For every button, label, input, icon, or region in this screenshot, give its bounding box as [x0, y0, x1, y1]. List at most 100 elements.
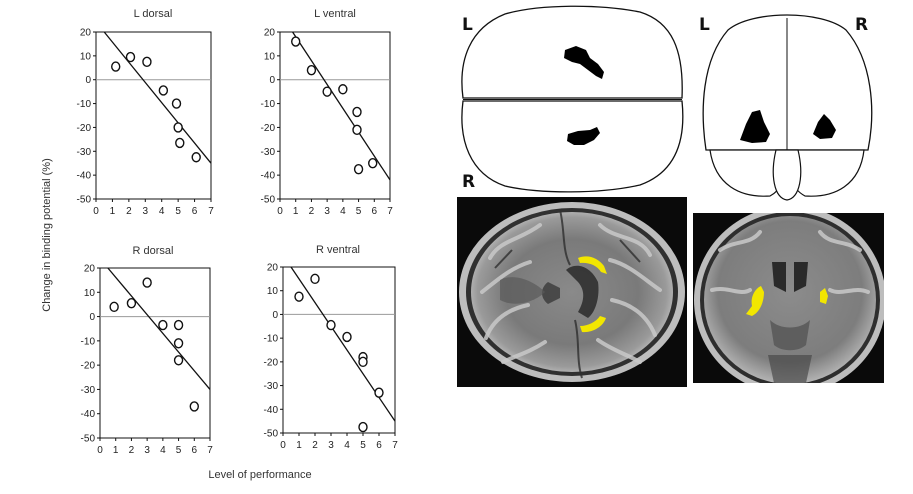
fit-line-l-ventral [292, 31, 391, 181]
x-tick-label-r-ventral: 5 [360, 440, 366, 451]
data-point-l-dorsal [173, 122, 183, 133]
data-point-r-dorsal [173, 338, 184, 349]
y-tick-label-l-ventral: -20 [261, 123, 276, 134]
x-axis-label: Level of performance [208, 469, 311, 481]
x-tick-label-r-dorsal: 4 [160, 445, 166, 456]
panel-title-r-dorsal: R dorsal [133, 245, 174, 257]
y-tick-label-l-ventral: 0 [269, 75, 275, 86]
data-point-l-ventral [338, 84, 348, 95]
data-point-r-ventral [358, 421, 368, 433]
x-tick-label-r-ventral: 7 [392, 440, 398, 451]
fit-line-r-dorsal [107, 267, 211, 390]
x-tick-label-r-dorsal: 3 [144, 445, 150, 456]
x-tick-label-l-dorsal: 2 [126, 206, 132, 217]
y-tick-label-r-dorsal: -20 [81, 361, 96, 372]
x-tick-label-l-ventral: 2 [309, 206, 315, 217]
y-tick-label-l-ventral: 20 [264, 28, 276, 39]
y-tick-label-r-ventral: -40 [264, 405, 279, 416]
glass-brain-axial: L R [461, 5, 684, 193]
x-tick-label-r-dorsal: 6 [192, 445, 198, 456]
data-point-r-ventral [374, 387, 384, 398]
x-tick-label-r-dorsal: 0 [97, 445, 103, 456]
plot-frame-r-dorsal [99, 267, 211, 439]
fit-line-l-dorsal [103, 31, 212, 164]
x-tick-label-l-dorsal: 1 [110, 206, 116, 217]
axial-activation-blob-lower [567, 127, 600, 145]
x-tick-label-l-dorsal: 4 [159, 206, 165, 217]
coronal-activation-blob-right [813, 114, 836, 139]
y-tick-label-l-ventral: -40 [261, 171, 276, 182]
x-tick-label-r-dorsal: 5 [176, 445, 182, 456]
x-tick-label-l-ventral: 5 [356, 206, 362, 217]
y-tick-label-l-dorsal: -10 [77, 99, 92, 110]
data-point-r-ventral [326, 319, 336, 331]
mri-coronal-slice [693, 213, 884, 383]
y-tick-label-l-dorsal: -50 [77, 195, 92, 206]
x-tick-label-l-ventral: 6 [372, 206, 378, 217]
x-tick-label-l-dorsal: 7 [208, 206, 214, 217]
x-tick-label-l-ventral: 0 [277, 206, 283, 217]
x-tick-label-l-dorsal: 5 [175, 206, 181, 217]
data-point-r-ventral [342, 331, 352, 343]
x-tick-label-r-ventral: 6 [376, 440, 382, 451]
data-point-r-dorsal [158, 319, 168, 331]
x-tick-label-r-dorsal: 1 [113, 445, 119, 456]
data-point-l-dorsal [158, 85, 169, 96]
data-point-l-ventral [322, 86, 332, 97]
coronal-right-label: R [855, 15, 868, 35]
x-tick-label-l-ventral: 7 [387, 206, 393, 217]
axial-outline-bottom [461, 100, 684, 193]
data-point-r-dorsal [109, 301, 119, 313]
x-tick-label-r-dorsal: 7 [207, 445, 213, 456]
data-point-r-dorsal [189, 401, 199, 412]
panel-title-l-dorsal: L dorsal [134, 8, 173, 20]
x-tick-label-l-dorsal: 3 [143, 206, 149, 217]
data-point-l-ventral [368, 158, 378, 169]
x-tick-label-r-ventral: 1 [296, 440, 302, 451]
coronal-left-label: L [699, 15, 710, 35]
data-point-l-ventral [306, 64, 317, 76]
y-tick-label-r-ventral: 20 [267, 263, 279, 274]
y-tick-label-l-ventral: -10 [261, 99, 276, 110]
x-tick-label-l-dorsal: 0 [93, 206, 99, 217]
mri-axial-overlay-lower [580, 316, 606, 333]
x-tick-label-l-ventral: 3 [324, 206, 330, 217]
y-tick-label-r-dorsal: 0 [89, 312, 95, 323]
y-tick-label-r-dorsal: 10 [84, 288, 96, 299]
data-point-l-dorsal [171, 98, 182, 109]
y-tick-label-r-ventral: -50 [264, 429, 279, 440]
y-tick-label-r-ventral: 10 [267, 286, 279, 297]
data-point-r-ventral [310, 273, 320, 285]
axial-activation-blob-upper [564, 46, 604, 79]
panel-title-l-ventral: L ventral [314, 8, 356, 20]
axial-bottom-label: R [462, 172, 475, 192]
y-tick-label-l-dorsal: 10 [80, 51, 92, 62]
y-tick-label-r-dorsal: -50 [81, 434, 96, 445]
data-point-r-dorsal [173, 355, 184, 366]
y-tick-label-l-dorsal: -40 [77, 171, 92, 182]
mri-coronal-overlay-right [820, 288, 828, 304]
y-tick-label-r-ventral: -20 [264, 357, 279, 368]
axial-left-label: L [462, 15, 473, 35]
x-tick-label-r-ventral: 4 [344, 440, 350, 451]
y-tick-label-l-dorsal: -20 [77, 123, 92, 134]
y-tick-label-l-dorsal: 20 [80, 28, 92, 39]
data-point-r-dorsal [142, 277, 152, 288]
plot-frame-r-ventral [282, 266, 396, 434]
y-tick-label-r-dorsal: 20 [84, 264, 96, 275]
glass-brain-coronal: L R [699, 14, 873, 201]
x-tick-label-r-ventral: 3 [328, 440, 334, 451]
plot-frame-l-dorsal [95, 31, 212, 200]
data-point-r-dorsal [126, 298, 137, 309]
y-tick-label-r-dorsal: -30 [81, 385, 96, 396]
mri-coronal-overlay-left [746, 286, 764, 316]
data-point-l-ventral [352, 106, 362, 118]
panel-title-r-ventral: R ventral [316, 244, 360, 256]
x-tick-label-r-ventral: 2 [312, 440, 318, 451]
x-tick-label-l-dorsal: 6 [192, 206, 198, 217]
y-tick-label-r-ventral: -30 [264, 381, 279, 392]
